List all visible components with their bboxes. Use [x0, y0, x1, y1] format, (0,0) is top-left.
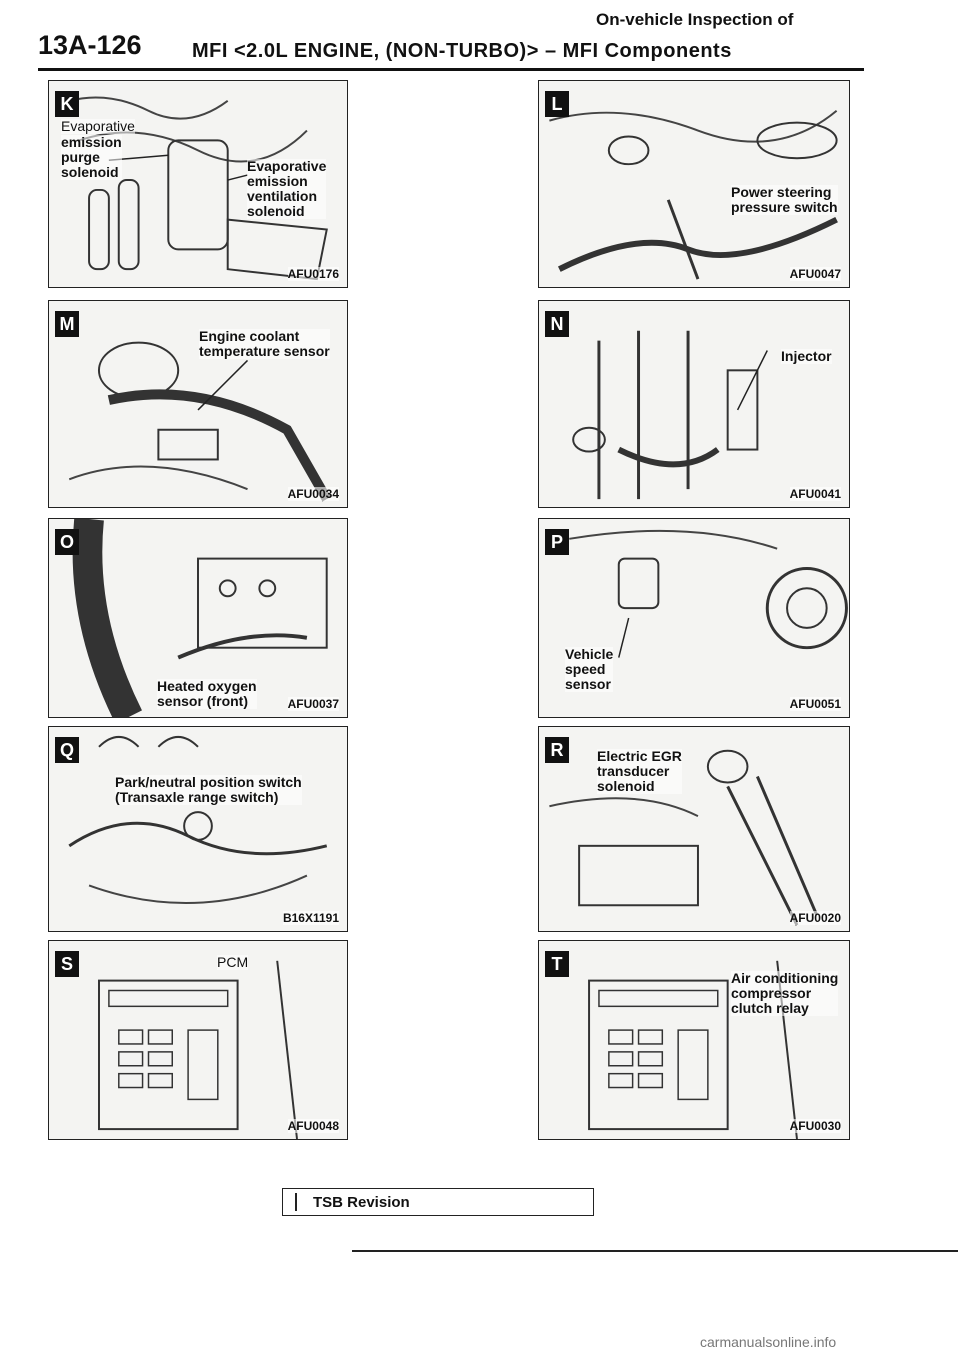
- callout-label: Evaporative: [61, 118, 135, 134]
- figure-code: AFU0051: [789, 697, 841, 711]
- page-subtitle: On-vehicle Inspection of: [596, 10, 794, 29]
- figure-code: AFU0037: [287, 697, 339, 711]
- panel-letter: N: [545, 311, 569, 337]
- header-rule: [38, 68, 864, 71]
- footer-watermark: carmanualsonline.info: [700, 1334, 837, 1350]
- callout-label: Air conditioning compressor clutch relay: [731, 970, 839, 1016]
- tsb-divider: [295, 1193, 297, 1211]
- figure-panel-n: N Injector AFU0041: [538, 300, 850, 508]
- panel-letter: Q: [55, 737, 79, 763]
- figure-code: AFU0047: [789, 267, 841, 281]
- panel-letter: R: [545, 737, 569, 763]
- figure-code: AFU0034: [287, 487, 339, 501]
- callout-label: Injector: [781, 348, 832, 364]
- figure-code: AFU0041: [789, 487, 841, 501]
- figure-code: AFU0030: [789, 1119, 841, 1133]
- callout-label: Power steering pressure switch: [731, 184, 838, 215]
- page-number: 13A-126: [38, 30, 142, 60]
- figure-panel-p: P Vehicle speed sensor AFU0051: [538, 518, 850, 718]
- engine-drawing-o: [72, 519, 328, 717]
- panel-letter: L: [545, 91, 569, 117]
- engine-drawing-l: [549, 109, 838, 280]
- engine-drawing-m: [68, 341, 332, 502]
- tsb-revision-box: TSB Revision: [282, 1188, 594, 1216]
- panel-letter: K: [55, 91, 79, 117]
- page-title: MFI <2.0L ENGINE, (NON-TURBO)> – MFI Com…: [192, 40, 732, 62]
- callout-label: Heated oxygen sensor (front): [157, 678, 257, 709]
- figure-panel-s: S PCM AFU0048: [48, 940, 348, 1140]
- panel-letter: S: [55, 951, 79, 977]
- callout-label: Engine coolant temperature sensor: [199, 328, 330, 359]
- callout-label: Evaporative emission ventilation solenoi…: [247, 158, 327, 219]
- figure-panel-r: R Electric EGR transducer solenoid AFU00…: [538, 726, 850, 932]
- bottom-rule: [352, 1250, 958, 1252]
- callout-label: Electric EGR transducer solenoid: [597, 748, 682, 794]
- callout-label: PCM: [217, 954, 249, 970]
- figure-panel-m: M Engine coolant temperature sensor AFU0…: [48, 300, 348, 508]
- engine-drawing-q: [68, 735, 328, 905]
- panel-letter: T: [545, 951, 569, 977]
- engine-drawing-n: [572, 330, 768, 500]
- panel-letter: M: [55, 311, 79, 337]
- figure-panel-l: L Power steering pressure switch AFU0047: [538, 80, 850, 288]
- figure-code: AFU0048: [287, 1119, 339, 1133]
- pcm-drawing: [98, 960, 298, 1139]
- figure-code: AFU0020: [789, 911, 841, 925]
- engine-drawing-r: [549, 749, 819, 926]
- callout-label: Park/neutral position switch (Transaxle …: [115, 774, 302, 805]
- callout-label: emission purge solenoid: [61, 134, 122, 180]
- engine-drawing-p: [569, 529, 848, 658]
- figure-code: AFU0176: [287, 267, 339, 281]
- tsb-revision-label: TSB Revision: [313, 1194, 410, 1211]
- figure-panel-t: T Air conditioning compressor clutch rel…: [538, 940, 850, 1140]
- panel-letter: O: [55, 529, 79, 555]
- figure-code: B16X1191: [282, 911, 339, 925]
- figure-panel-q: Q Park/neutral position switch (Transaxl…: [48, 726, 348, 932]
- figure-panel-k: K Evaporative emission purge solenoid Ev…: [48, 80, 348, 288]
- callout-label: Vehicle speed sensor: [565, 646, 614, 692]
- figure-panel-o: O Heated oxygen sensor (front) AFU0037: [48, 518, 348, 718]
- panel-letter: P: [545, 529, 569, 555]
